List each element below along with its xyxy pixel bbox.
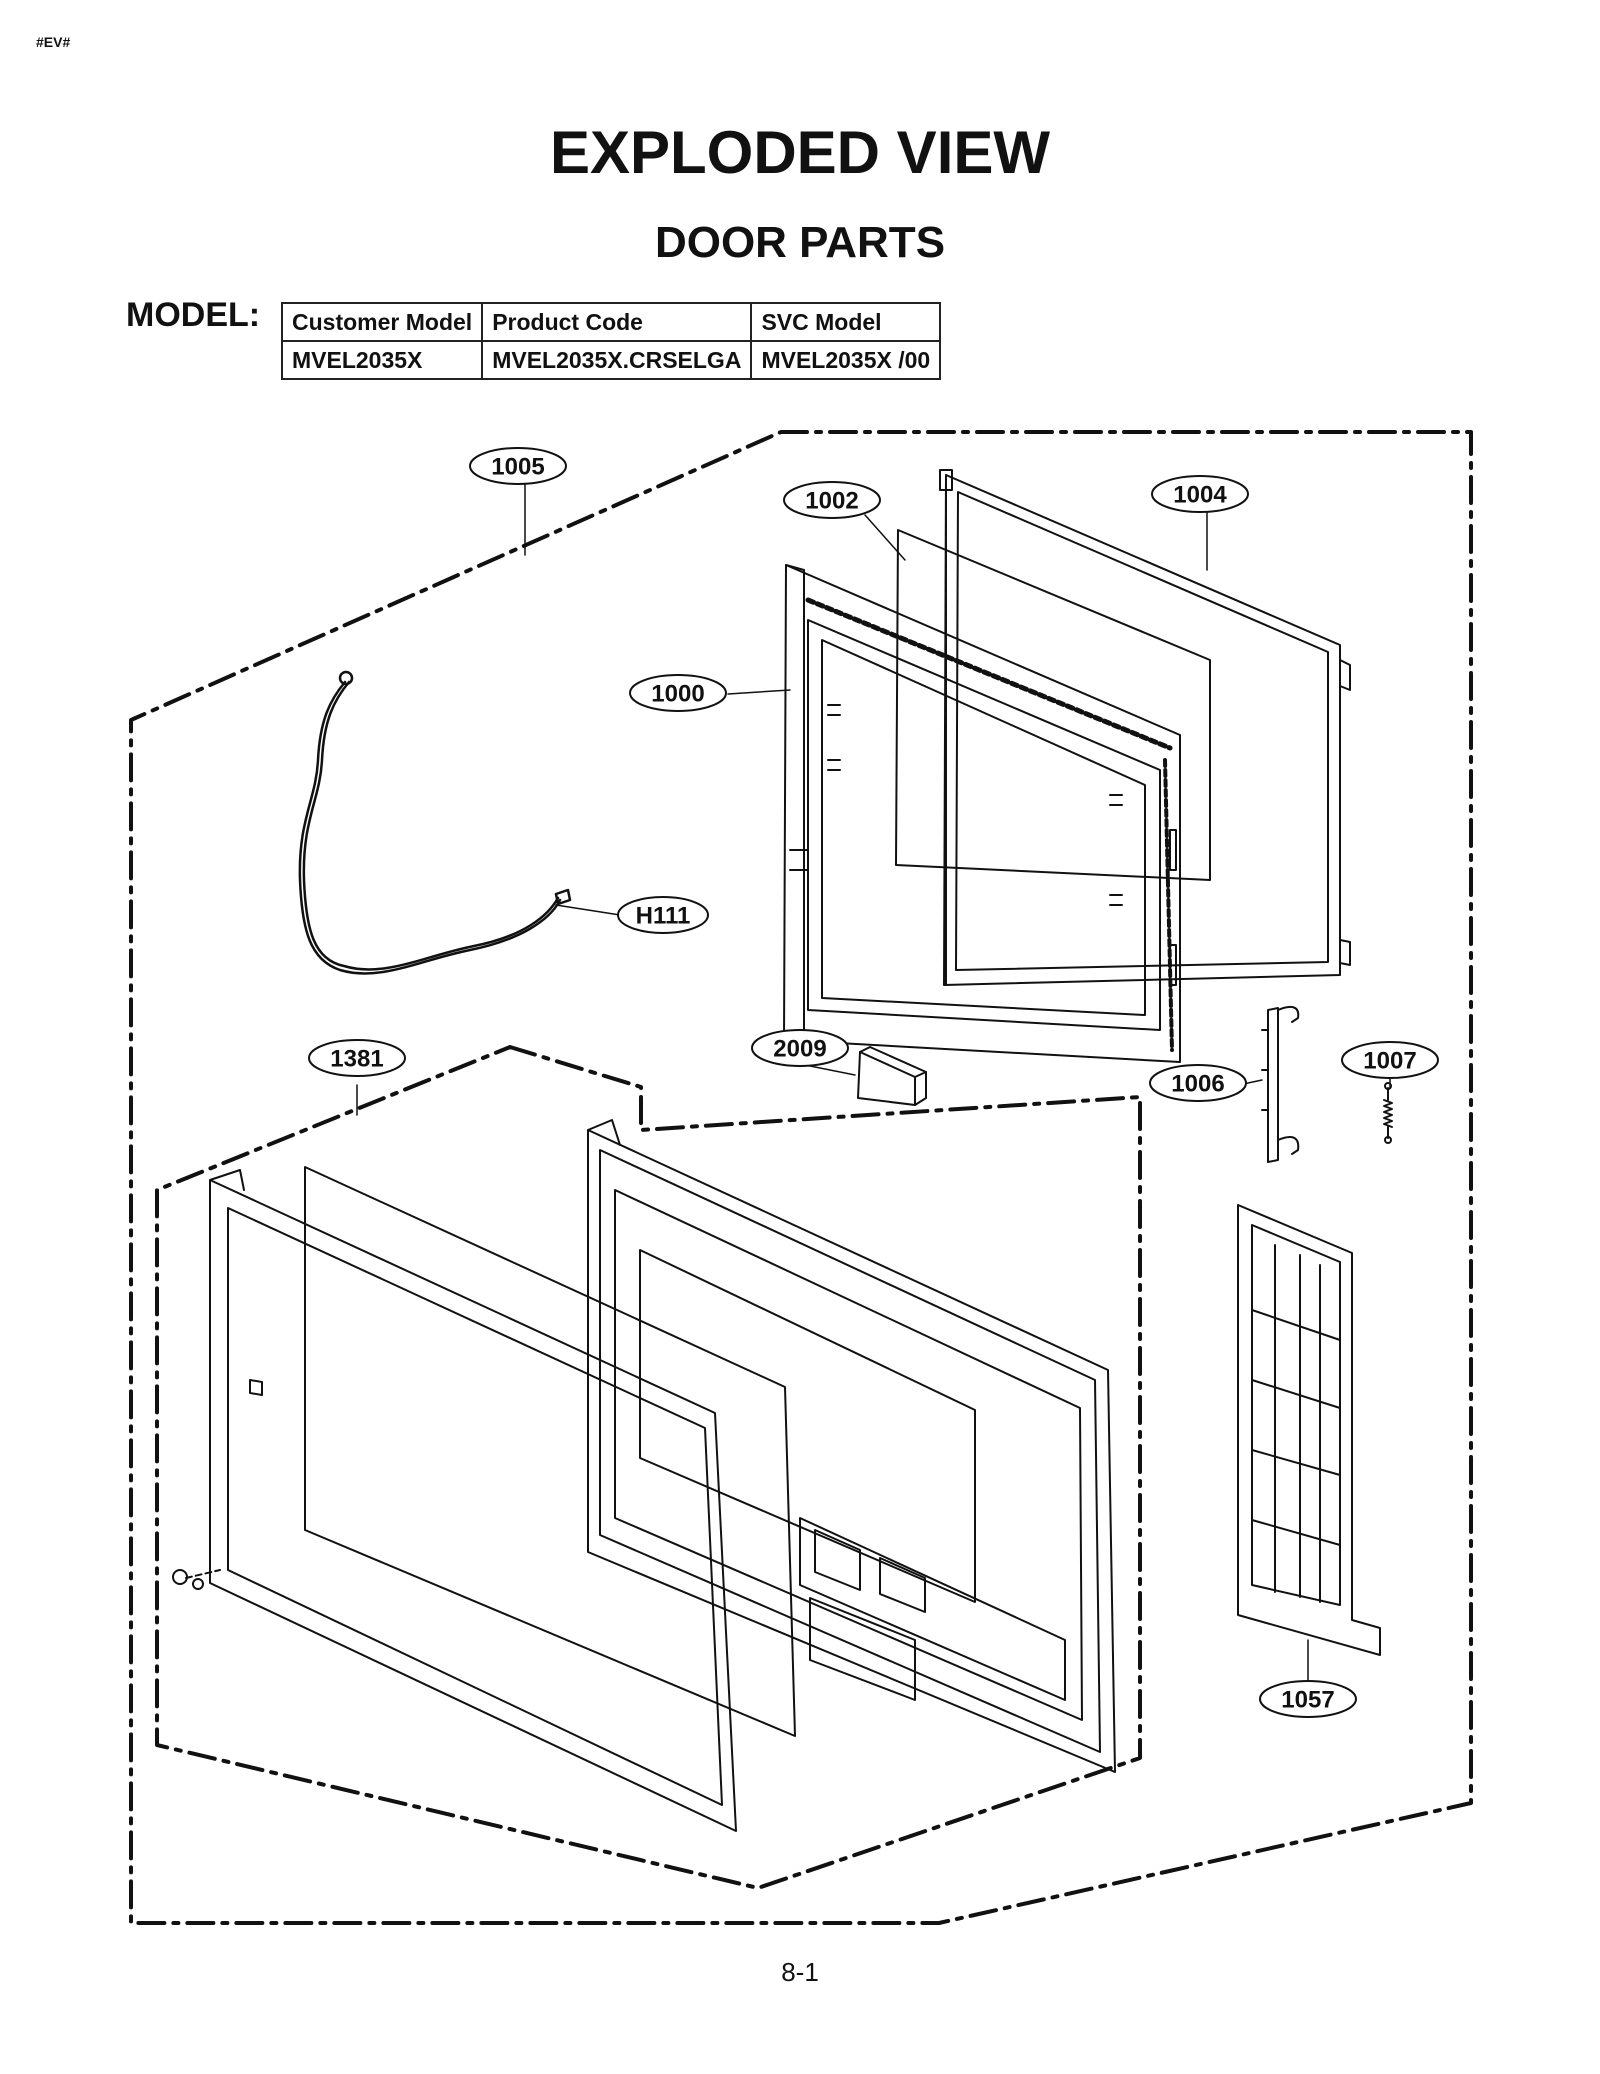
part-1381-front-frame [172, 1169, 737, 1832]
callout-1000-bubble [629, 674, 727, 712]
leader-lines [356, 483, 1391, 1681]
callout-1007-bubble [1341, 1041, 1439, 1079]
callout-1006-label: 1006 [1171, 1071, 1224, 1098]
model-value-svc-model: MVEL2035X /00 [750, 340, 942, 380]
callout-1006-bubble [1149, 1064, 1247, 1102]
part-1057-grille-cover [1237, 1204, 1381, 1656]
model-header-customer-model: Customer Model [280, 302, 484, 342]
model-header-svc-model: SVC Model [750, 302, 942, 342]
inner-door-assembly-boundary [155, 1045, 1142, 1890]
part-1000-inner-panel [783, 564, 1181, 1063]
callout-2009-bubble [751, 1029, 849, 1067]
callout-1000-label: 1000 [651, 681, 704, 708]
model-label: MODEL: [126, 296, 261, 334]
model-table-header-row: Customer Model Product Code SVC Model [280, 302, 942, 342]
callout-2009-label: 2009 [773, 1036, 826, 1063]
document-tag: #EV# [36, 34, 71, 50]
callout-1005-label: 1005 [491, 454, 544, 481]
callout-1057-label: 1057 [1281, 1687, 1334, 1714]
callout-1057-bubble [1259, 1680, 1357, 1718]
callout-1381-label: 1381 [330, 1046, 383, 1073]
callout-1007-label: 1007 [1363, 1048, 1416, 1075]
part-1007-spring [1383, 1082, 1393, 1144]
callout-1002-bubble [783, 481, 881, 519]
callout-1004-bubble [1151, 475, 1249, 513]
callout-1002-label: 1002 [805, 488, 858, 515]
callout-H111-label: H111 [636, 903, 691, 930]
model-value-product-code: MVEL2035X.CRSELGA [481, 340, 753, 380]
part-1002-sheet [895, 529, 1211, 881]
callout-1381-bubble [308, 1039, 406, 1077]
part-1006-latch [1261, 1005, 1300, 1163]
callout-1005-bubble [469, 447, 567, 485]
callout-1004-label: 1004 [1173, 482, 1227, 509]
part-H111-wire-harness [298, 670, 572, 975]
part-front-glass [304, 1166, 796, 1737]
outer-assembly-boundary [129, 430, 1473, 1925]
part-small-bottom-panel [809, 1597, 916, 1701]
model-header-product-code: Product Code [481, 302, 753, 342]
page-number: 8-1 [781, 1957, 819, 1987]
model-table: Customer Model Product Code SVC Model MV… [280, 302, 942, 380]
model-table-value-row: MVEL2035X MVEL2035X.CRSELGA MVEL2035X /0… [280, 340, 942, 380]
part-1004-door-frame [939, 469, 1351, 986]
part-door-back-panel [587, 1119, 1116, 1773]
page-title: EXPLODED VIEW [549, 119, 1051, 186]
part-2009-component [857, 1046, 927, 1106]
callout-H111-bubble [617, 896, 709, 934]
model-value-customer-model: MVEL2035X [280, 340, 484, 380]
page-subtitle: DOOR PARTS [654, 218, 946, 267]
